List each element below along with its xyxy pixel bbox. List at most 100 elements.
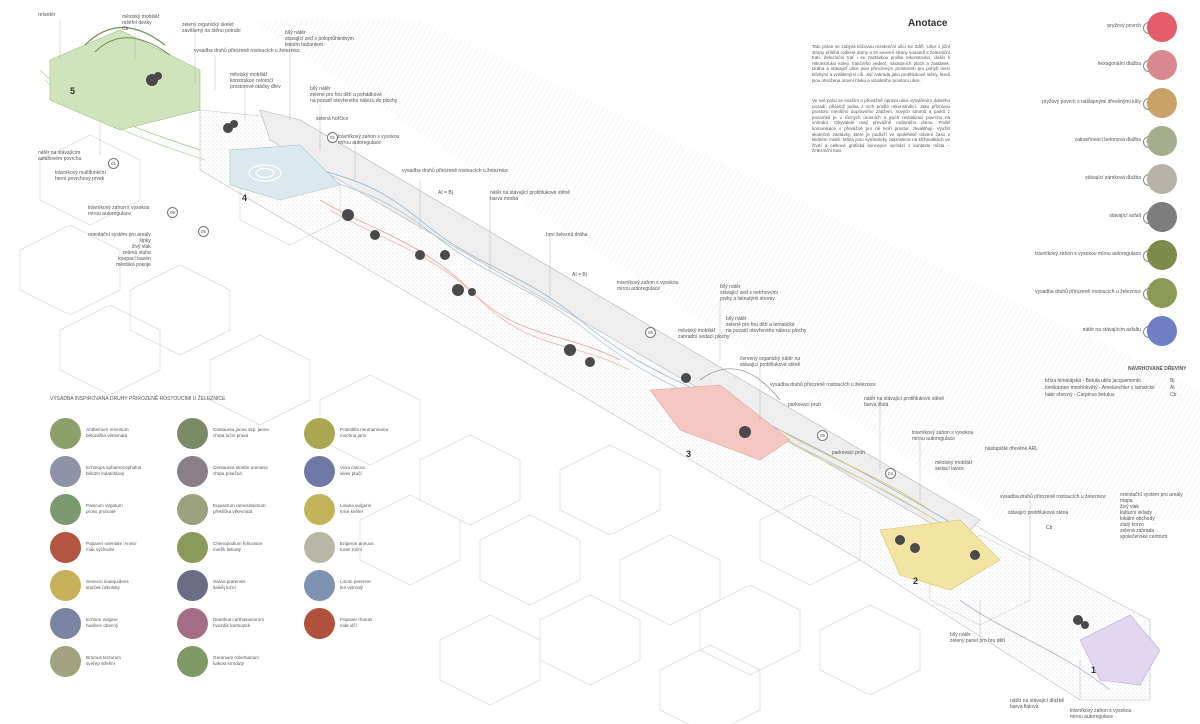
zone-label-4: 4 xyxy=(242,193,248,203)
plant-item: Geranium robertianum kakost smrdutý xyxy=(177,646,302,678)
plant-swatch xyxy=(304,456,335,487)
plan-marker-05c: 05 xyxy=(817,430,828,441)
legend-item: hexagonální dlažba 02 xyxy=(1002,50,1177,80)
annotation: trávníkový zahon s vysokou mírou autoreg… xyxy=(338,134,400,146)
tree-name: habr obecný - Carpinus betulus xyxy=(1045,392,1115,398)
annotation: bílý nátěr stávající zeď s netrhovými pr… xyxy=(720,284,778,302)
annotation: červený organický nátěr na stávající pro… xyxy=(740,356,801,368)
legend-swatch xyxy=(1147,278,1177,308)
railway-tracks xyxy=(250,20,1200,520)
plant-item: Panicum virgatum proso prutnaté xyxy=(50,494,175,526)
tree-name: bříza himalájská - Betula utilis jacquem… xyxy=(1045,378,1141,384)
plant-latin-name: Erigeron annuus xyxy=(340,541,374,546)
plant-czech-name: mák východní xyxy=(86,547,115,552)
plant-czech-name: hadinec obecný xyxy=(86,623,119,628)
legend-swatch xyxy=(1147,126,1177,156)
annotation: nátěr na stávající dlažbě barva fialová xyxy=(1010,698,1065,710)
plant-czech-name: starček úzkolistý xyxy=(86,585,120,590)
plant-czech-name: sveřep střešní xyxy=(86,661,115,666)
plan-marker-06: 06 xyxy=(167,207,178,218)
annotation: parkovací pruh xyxy=(832,450,866,456)
plant-swatch xyxy=(50,646,81,677)
legend-item: vysadba druhů přirozeně rostoucích u žel… xyxy=(1002,278,1177,308)
plant-item: Centaurea stoebe arenaria chrpa písečná xyxy=(177,456,302,488)
plant-latin-name: Linum perenne xyxy=(340,579,371,584)
trees-title: NAVRHOVANÉ DŘEVINY xyxy=(1128,366,1187,372)
legend-label: hexagonální dlažba xyxy=(1097,61,1141,67)
trees xyxy=(146,72,1089,629)
plant-swatch xyxy=(304,418,335,449)
plant-latin-name: Dianthus carthusianorum xyxy=(213,617,265,622)
annotation: vysadba druhů přirozeně rostoucích u žel… xyxy=(402,168,508,174)
annotation: vysadba druhů přirozeně rostoucích u žel… xyxy=(770,382,876,388)
annotation: trávníkový zahon s vysokou mírou autoreg… xyxy=(1070,708,1132,720)
annotation: retardér xyxy=(38,12,56,18)
plant-item: Anthemum remosum bělozářka větevnatá xyxy=(50,418,175,450)
plant-swatch xyxy=(304,570,335,601)
plant-swatch xyxy=(50,418,81,449)
legend-label: pryžový povrch xyxy=(1107,23,1141,29)
plant-item: Linum perenne len vytrvalý xyxy=(304,570,429,602)
annotation: bílý nátěr zelené pro hru dětí a pohádko… xyxy=(310,86,398,104)
plant-swatch xyxy=(304,532,335,563)
legend-swatch xyxy=(1147,50,1177,80)
plant-czech-name: chrpa luční pravá xyxy=(213,433,249,438)
tree-code: Al xyxy=(1170,385,1175,391)
plant-swatch xyxy=(177,532,208,563)
annotation: bílý nátěr zelený panel pro hru dětí xyxy=(950,632,1006,644)
zone-3-plaza xyxy=(649,384,791,461)
plant-czech-name: přeslička větevnatá xyxy=(213,509,253,514)
annotation: trávníkový multifunkční herní povrchový … xyxy=(55,170,106,182)
plant-swatch xyxy=(50,570,81,601)
plant-latin-name: Panicum virgatum xyxy=(86,503,123,508)
legend-item: zatravňovací betonová dlažba 04 xyxy=(1002,126,1177,156)
plant-item: Bromus tectorum sveřep střešní xyxy=(50,646,175,678)
plant-swatch xyxy=(177,570,208,601)
plant-czech-name: hvozdík kartouzek xyxy=(213,623,251,628)
plant-czech-name: kakost smrdutý xyxy=(213,661,244,666)
plant-czech-name: merlík listnatý xyxy=(213,547,242,552)
plant-czech-name: mák vlčí xyxy=(340,623,357,628)
zone-label-1: 1 xyxy=(1091,665,1097,675)
anotace-title: Anotace xyxy=(908,18,948,29)
annotation: trávníkový zahon s vysokou mírou autoreg… xyxy=(912,430,974,442)
annotation: městský mobiliář sedací lavice xyxy=(935,460,973,472)
plant-item: Papaver rhoeas mák vlčí xyxy=(304,608,429,640)
plant-item: Equisetum ramosissimum přeslička větevna… xyxy=(177,494,302,526)
plant-swatch xyxy=(177,494,208,525)
plan-marker-01b: 01 xyxy=(327,132,338,143)
legend-item: pryžový povrch s nášlapnými dřevěnými ků… xyxy=(1002,88,1177,118)
leader-lines xyxy=(59,20,1081,700)
legend-label: pryžový povrch s nášlapnými dřevěnými ků… xyxy=(1042,99,1141,105)
zone-5-pergola xyxy=(84,26,166,46)
annotation: nátěr na stávající protihlukové stěně ba… xyxy=(864,396,945,408)
plant-czech-name: chrpa písečná xyxy=(213,471,242,476)
plant-item: Echinops sphaerocephalus bělotrn kulatoh… xyxy=(50,456,175,488)
plant-swatch xyxy=(177,418,208,449)
zone-label-5: 5 xyxy=(70,86,76,96)
plant-latin-name: Echinops sphaerocephalus xyxy=(86,465,142,470)
zone-5-plaza xyxy=(49,29,201,131)
zone-1-plaza xyxy=(1079,614,1161,686)
plant-swatch xyxy=(50,456,81,487)
plant-latin-name: Centaurea jacea ssp. jacea xyxy=(213,427,269,432)
legend-label: nátěr na stávajícím asfaltu xyxy=(1082,327,1141,333)
plant-item: Vicia cracca vikev ptačí xyxy=(304,456,429,488)
plant-item: Papaver orientale 'Anvia' mák východní xyxy=(50,532,175,564)
plan-marker-05: 05 xyxy=(198,226,209,237)
annotation: nátěr na stávajícím asfaltovém povrchu xyxy=(38,150,82,162)
legend-label: vysadba druhů přirozeně rostoucích u žel… xyxy=(1035,289,1141,295)
annotation: AI = Bj xyxy=(438,190,453,196)
zone-label-3: 3 xyxy=(686,449,692,459)
plan-marker-05b: 05 xyxy=(645,327,656,338)
legend-label: stávající zámková dlažba xyxy=(1085,175,1141,181)
zone-label-2: 2 xyxy=(913,576,919,586)
plant-czech-name: turan roční xyxy=(340,547,362,552)
plant-latin-name: Potentilla neumanniana xyxy=(340,427,389,432)
annotation: Cb xyxy=(1046,525,1053,531)
legend-swatch xyxy=(1147,316,1177,346)
plant-czech-name: proso prutnaté xyxy=(86,509,116,514)
annotation: zelený organický skelet zavěšený na stěn… xyxy=(182,22,241,34)
